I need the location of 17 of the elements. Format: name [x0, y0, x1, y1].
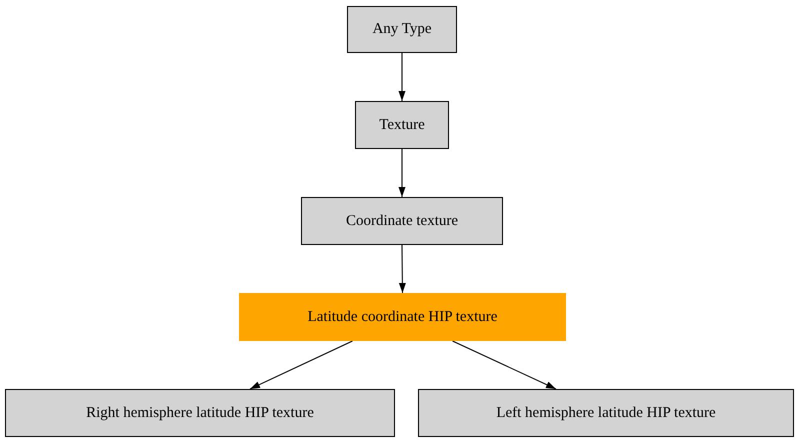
arrow	[398, 52, 406, 102]
process-box	[239, 293, 566, 341]
process-box	[5, 389, 395, 437]
node-label: Latitude coordinate HIP texture	[308, 308, 498, 326]
process-box	[355, 101, 449, 149]
arrow	[250, 340, 353, 390]
node-label: Any Type	[372, 21, 432, 38]
node-label: Texture	[379, 116, 425, 134]
arrow	[398, 244, 406, 294]
process-box	[301, 197, 503, 245]
process-box	[347, 6, 457, 53]
node-label: Right hemisphere latitude HIP texture	[86, 404, 314, 422]
node-label: Coordinate texture	[346, 212, 458, 230]
node-label: Left hemisphere latitude HIP texture	[496, 404, 716, 422]
arrow	[452, 340, 556, 390]
process-box	[418, 389, 794, 437]
arrow	[398, 148, 406, 198]
